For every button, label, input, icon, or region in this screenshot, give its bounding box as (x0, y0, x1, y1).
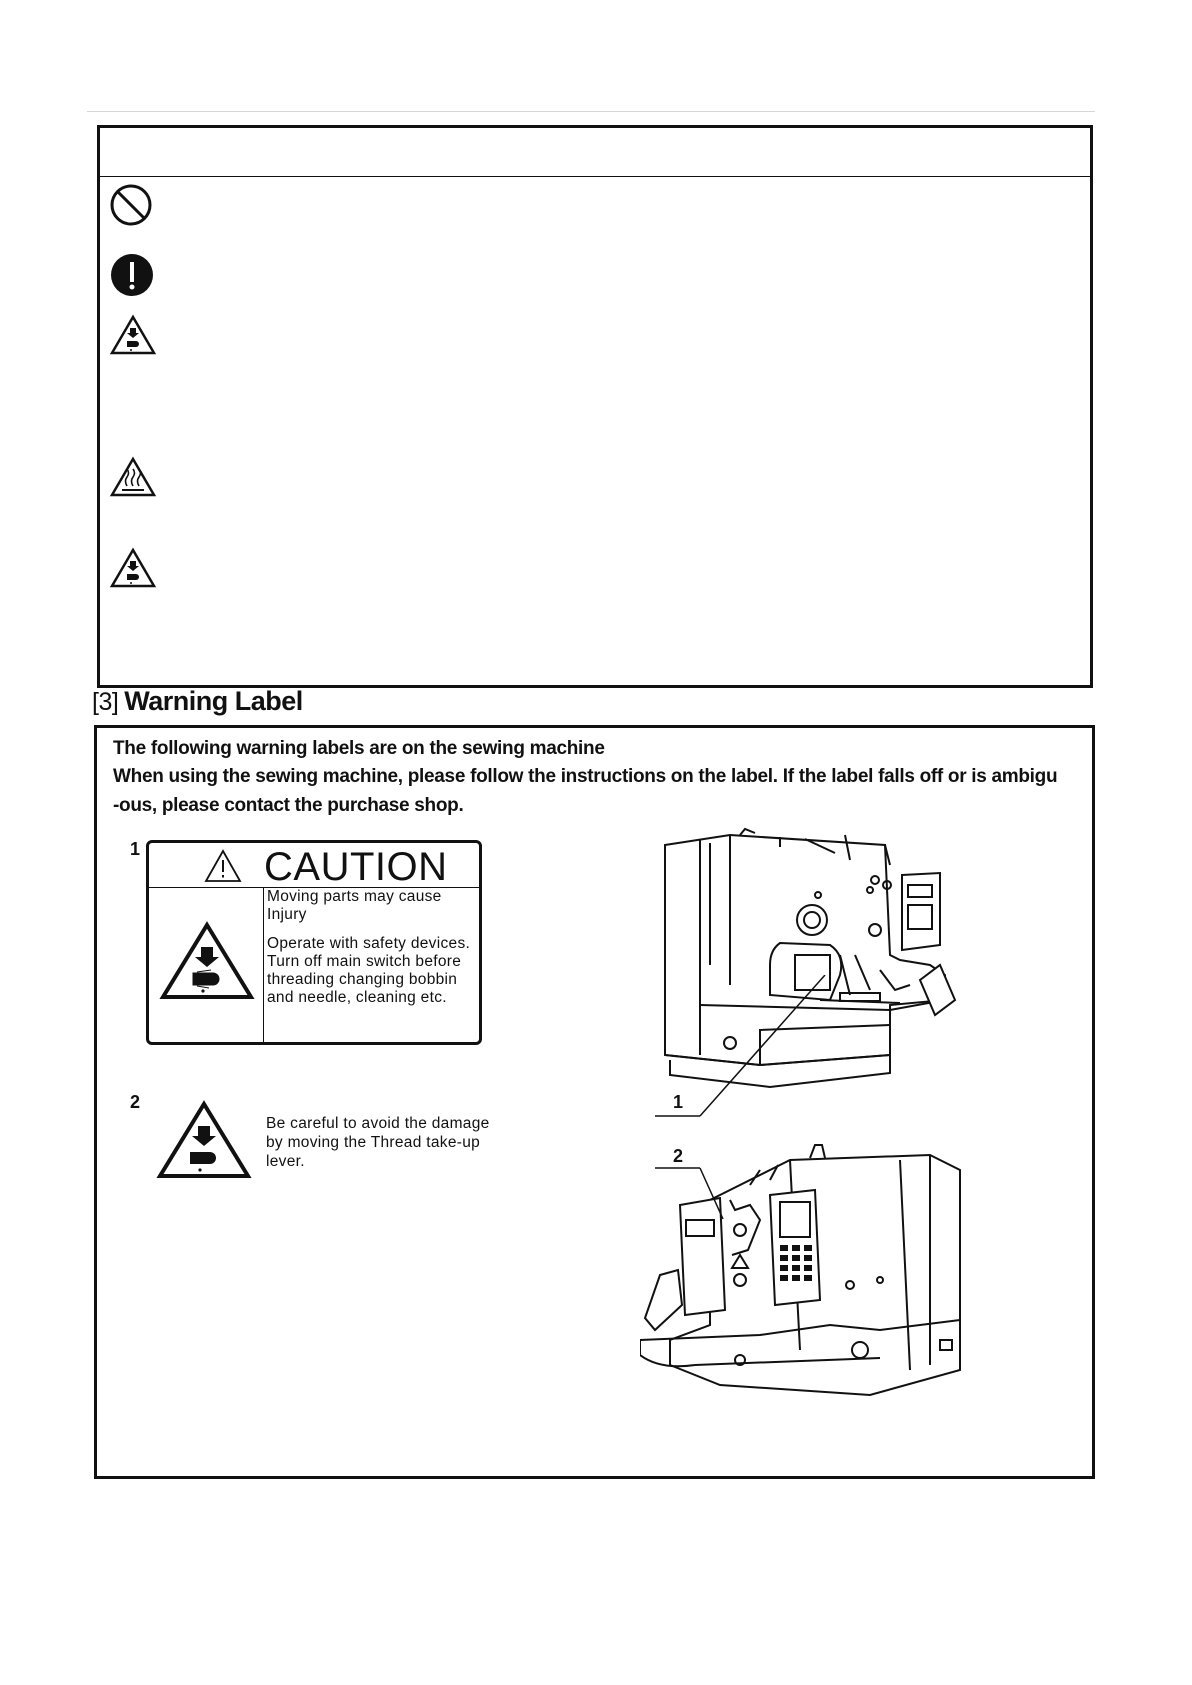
sewing-machine-illustration-front (664, 827, 957, 1089)
intro-line-1: The following warning labels are on the … (113, 738, 605, 759)
safety-symbol-box (97, 125, 1093, 688)
label-2-text-line: Be careful to avoid the damage (266, 1115, 490, 1132)
caution-divider (263, 887, 264, 1045)
caution-text-line: and needle, cleaning etc. (267, 989, 447, 1006)
callout-line-2 (655, 1167, 724, 1220)
intro-line-3: -ous, please contact the purchase shop. (113, 795, 464, 816)
sewing-machine-illustration-rear (640, 1144, 961, 1397)
section-heading: [3]Warning Label (92, 686, 303, 717)
caution-text-line: Injury (267, 906, 307, 923)
caution-title: CAUTION (264, 845, 448, 889)
label-2-text: Be careful to avoid the damage by moving… (266, 1114, 490, 1171)
label-1-number: 1 (130, 839, 141, 859)
caution-text-line: threading changing bobbin (267, 971, 458, 988)
caution-text-line: Operate with safety devices. (267, 935, 471, 952)
callout-1: 1 (673, 1092, 684, 1112)
prohibition-icon (110, 184, 152, 226)
header-rule (87, 111, 1095, 112)
warning-label-box (94, 725, 1095, 1479)
label-2-number: 2 (130, 1092, 141, 1112)
section-title: Warning Label (124, 686, 303, 716)
caution-header: CAUTION (149, 843, 479, 889)
intro-line-2: When using the sewing machine, please fo… (113, 766, 1058, 787)
caution-text-line: Turn off main switch before (267, 953, 462, 970)
caution-triangle-icon (204, 849, 242, 882)
section-number: [3] (92, 688, 119, 716)
callout-line-1 (655, 975, 826, 1117)
caution-text-line: Moving parts may cause (267, 888, 442, 905)
label-2-text-line: lever. (266, 1153, 305, 1170)
hot-surface-warning-icon (109, 456, 157, 497)
hand-crush-warning-icon (156, 1100, 252, 1178)
callout-2: 2 (673, 1146, 684, 1166)
caution-label: CAUTION Moving parts may cause Injury Op… (146, 840, 482, 1045)
mandatory-action-icon (111, 254, 153, 296)
safety-box-header-divider (97, 176, 1093, 177)
label-2-text-line: by moving the Thread take-up (266, 1134, 481, 1151)
hand-crush-warning-icon (109, 314, 157, 355)
hand-crush-warning-icon (159, 921, 255, 999)
hand-crush-warning-icon (109, 547, 157, 588)
